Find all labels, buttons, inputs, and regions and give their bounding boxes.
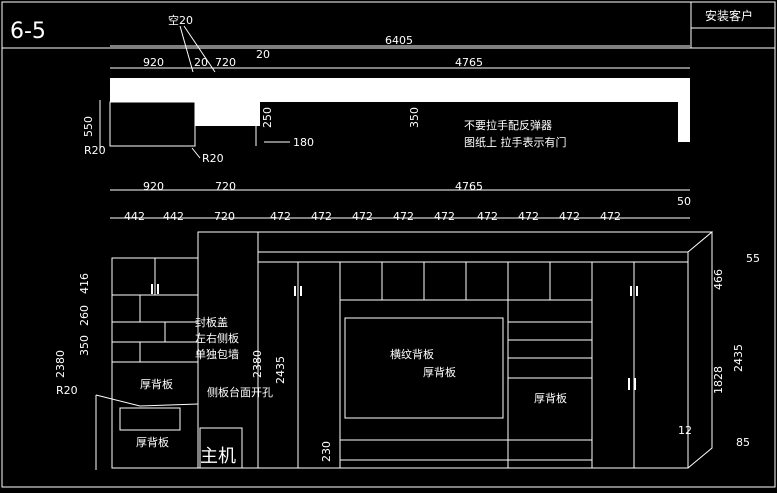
elevation-labels: 416 260 350 2380 R20 厚背板 厚背板 封板盖 左右侧板 单独… (54, 252, 760, 467)
mid-depth-b: 350 (408, 107, 421, 128)
section-dim-720: 720 (215, 180, 236, 193)
handle (630, 286, 632, 296)
plan-dim-4765: 4765 (455, 56, 483, 69)
module-dim-7: 472 (393, 210, 414, 223)
top-right-dim: 50 (677, 195, 691, 208)
host-label: 主机 (200, 446, 236, 467)
plan-cabinet-body (110, 78, 690, 142)
right-dim-1828: 1828 (712, 366, 725, 394)
client-label: 安装客户 (705, 8, 753, 23)
side-hole-note: 侧板台面开孔 (207, 385, 273, 399)
sealing-note-1: 封板盖 (195, 315, 228, 329)
plan-radius-a: R20 (84, 144, 106, 157)
gap-label: 空20 (168, 13, 193, 27)
plan-left-module (109, 101, 196, 147)
plan-note-1: 不要拉手配反弹器 (464, 118, 552, 132)
left-total-dim: 2380 (54, 350, 67, 378)
left-depth-dim: 550 (82, 116, 95, 137)
left-dim-416: 416 (78, 273, 91, 294)
handle (294, 286, 296, 296)
plan-dim-720: 720 (215, 56, 236, 69)
module-dim-10: 472 (518, 210, 539, 223)
desk-panel-label-2: 厚背板 (136, 435, 169, 449)
right-bottom-dim-a: 12 (678, 424, 692, 437)
right-bottom-dim-b: 85 (736, 436, 750, 449)
module-dim-11: 472 (559, 210, 580, 223)
radius-leader (191, 147, 201, 159)
handle (628, 378, 630, 390)
sealing-note-2: 左右侧板 (195, 331, 239, 345)
offset-dim: 180 (293, 136, 314, 149)
handle (636, 286, 638, 296)
handle (157, 284, 159, 294)
module-dim-9: 472 (477, 210, 498, 223)
overall-width-dim: 6405 (385, 34, 413, 47)
right-total-dim: 2435 (732, 344, 745, 372)
left-dim-260: 260 (78, 305, 91, 326)
mid-depth-a: 250 (261, 107, 274, 128)
gap-leader-1 (179, 25, 194, 73)
center-height-dim: 2435 (274, 356, 287, 384)
main-wardrobe (257, 251, 689, 469)
tv-panel-label: 横纹背板 (390, 347, 434, 361)
plan-dim-20a: 20 (194, 56, 208, 69)
section-dim-4765: 4765 (455, 180, 483, 193)
module-dim-4: 472 (270, 210, 291, 223)
module-dim-1: 442 (124, 210, 145, 223)
sheet-number: 6-5 (10, 19, 46, 44)
tv-thick-label: 厚背板 (423, 365, 456, 379)
sealing-height-dim: 2380 (251, 350, 264, 378)
handle (151, 284, 153, 294)
module-dim-5: 472 (311, 210, 332, 223)
right-top-dim: 55 (746, 252, 760, 265)
plan-dim-20b: 20 (256, 48, 270, 61)
handle (634, 378, 636, 390)
elevation-dimensions: 920 720 4765 50 442 442 720 472 472 472 … (110, 180, 691, 223)
right-thick-label: 厚背板 (534, 391, 567, 405)
plan-dim-920: 920 (143, 56, 164, 69)
handles (151, 284, 638, 390)
module-dim-8: 472 (434, 210, 455, 223)
desk-panel-label-1: 厚背板 (140, 377, 173, 391)
tv-panel (344, 317, 504, 419)
desk-top-outline (95, 394, 199, 407)
plan-radius-b: R20 (202, 152, 224, 165)
module-dim-12: 472 (600, 210, 621, 223)
section-dim-920: 920 (143, 180, 164, 193)
host-box (199, 427, 243, 469)
module-dim-2: 442 (163, 210, 184, 223)
gap-leader-2 (183, 25, 216, 73)
base-height-dim: 230 (320, 441, 333, 462)
plan-note-2: 图纸上 拉手表示有门 (464, 135, 567, 149)
right-end-panel (687, 230, 713, 469)
elevation-view (95, 230, 713, 470)
right-dim-466: 466 (712, 269, 725, 290)
desk-drawer (119, 407, 181, 431)
module-dim-3: 720 (214, 210, 235, 223)
module-dim-6: 472 (352, 210, 373, 223)
handle (300, 286, 302, 296)
plan-view: 6405 空20 920 20 720 20 4765 550 R20 R20 … (82, 13, 690, 165)
elevation-radius: R20 (56, 384, 78, 397)
sealing-note-3: 单独包墙 (195, 347, 239, 361)
left-dim-350: 350 (78, 335, 91, 356)
